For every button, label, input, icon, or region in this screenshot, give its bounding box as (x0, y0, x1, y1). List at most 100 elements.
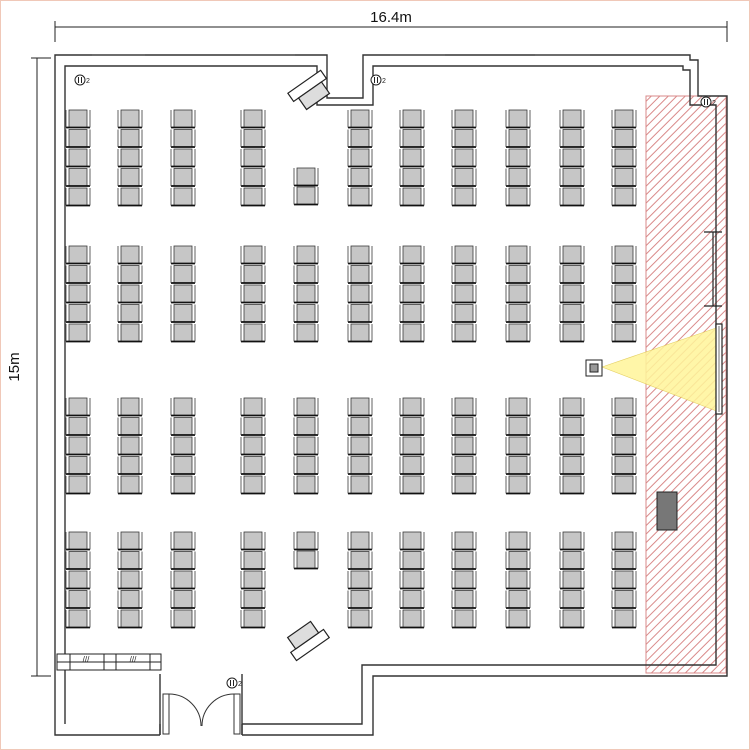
outlet-label: 2 (238, 681, 242, 688)
seat (399, 245, 425, 265)
seat (559, 148, 585, 168)
seat (399, 284, 425, 304)
seat (347, 609, 373, 629)
seat (240, 475, 266, 495)
seat (65, 323, 91, 343)
seat (293, 456, 319, 475)
seat (399, 417, 425, 436)
seat (347, 187, 373, 207)
seat (347, 551, 373, 570)
seat (240, 323, 266, 343)
seat (611, 436, 637, 456)
seat (170, 168, 196, 187)
seat (170, 109, 196, 129)
seat (505, 148, 531, 168)
seat (240, 284, 266, 304)
seat (65, 609, 91, 629)
seat (117, 590, 143, 609)
seat (170, 304, 196, 323)
seat (293, 531, 319, 551)
seat (117, 609, 143, 629)
seat (293, 550, 319, 570)
seat (117, 397, 143, 417)
seat (293, 265, 319, 284)
seat (293, 245, 319, 265)
seat (451, 590, 477, 609)
outlet-icon: 2 (370, 74, 386, 86)
seat (399, 475, 425, 495)
seat (117, 265, 143, 284)
seat (65, 531, 91, 551)
svg-text:///: /// (83, 655, 90, 664)
seat (347, 436, 373, 456)
seat (451, 531, 477, 551)
seat (611, 609, 637, 629)
seat (170, 531, 196, 551)
seat (611, 475, 637, 495)
seat (399, 129, 425, 148)
cabinet-icon (656, 491, 678, 531)
seat (293, 167, 319, 187)
seat (117, 284, 143, 304)
seat (559, 168, 585, 187)
seat (117, 570, 143, 590)
seat (170, 265, 196, 284)
seat (240, 570, 266, 590)
seat (170, 475, 196, 495)
seat (65, 265, 91, 284)
seat (293, 186, 319, 206)
seat (451, 436, 477, 456)
seat (505, 397, 531, 417)
seat (117, 109, 143, 129)
seat (117, 245, 143, 265)
seat (347, 284, 373, 304)
seat (65, 590, 91, 609)
seat (170, 551, 196, 570)
seat (451, 551, 477, 570)
seat (170, 456, 196, 475)
seat (240, 304, 266, 323)
seat (65, 187, 91, 207)
width-label: 16.4m (370, 9, 412, 26)
seat (559, 109, 585, 129)
seat (117, 304, 143, 323)
seat (399, 590, 425, 609)
seat (293, 417, 319, 436)
seat (399, 570, 425, 590)
seat (451, 417, 477, 436)
seat (559, 551, 585, 570)
seat (611, 284, 637, 304)
seat (65, 397, 91, 417)
outlet-icon: 2 (74, 74, 90, 86)
seat (559, 570, 585, 590)
seat (347, 590, 373, 609)
seat (293, 475, 319, 495)
seat (559, 609, 585, 629)
seat (611, 245, 637, 265)
seat (399, 551, 425, 570)
seat (170, 609, 196, 629)
seat (240, 590, 266, 609)
seat (505, 187, 531, 207)
seat (611, 531, 637, 551)
seat (611, 265, 637, 284)
seat (399, 397, 425, 417)
seat (559, 187, 585, 207)
seat (240, 551, 266, 570)
outlet-label: 2 (712, 100, 716, 107)
seat (559, 323, 585, 343)
seat (451, 397, 477, 417)
seat (117, 551, 143, 570)
seat (240, 397, 266, 417)
seat (240, 148, 266, 168)
width-dimension (54, 21, 728, 42)
seat (293, 284, 319, 304)
seat (611, 187, 637, 207)
seat (117, 417, 143, 436)
podium-icon (286, 620, 331, 662)
seat (347, 304, 373, 323)
seat (293, 304, 319, 323)
seat (240, 265, 266, 284)
outlet-icon: 2 (700, 96, 716, 108)
seat (117, 187, 143, 207)
